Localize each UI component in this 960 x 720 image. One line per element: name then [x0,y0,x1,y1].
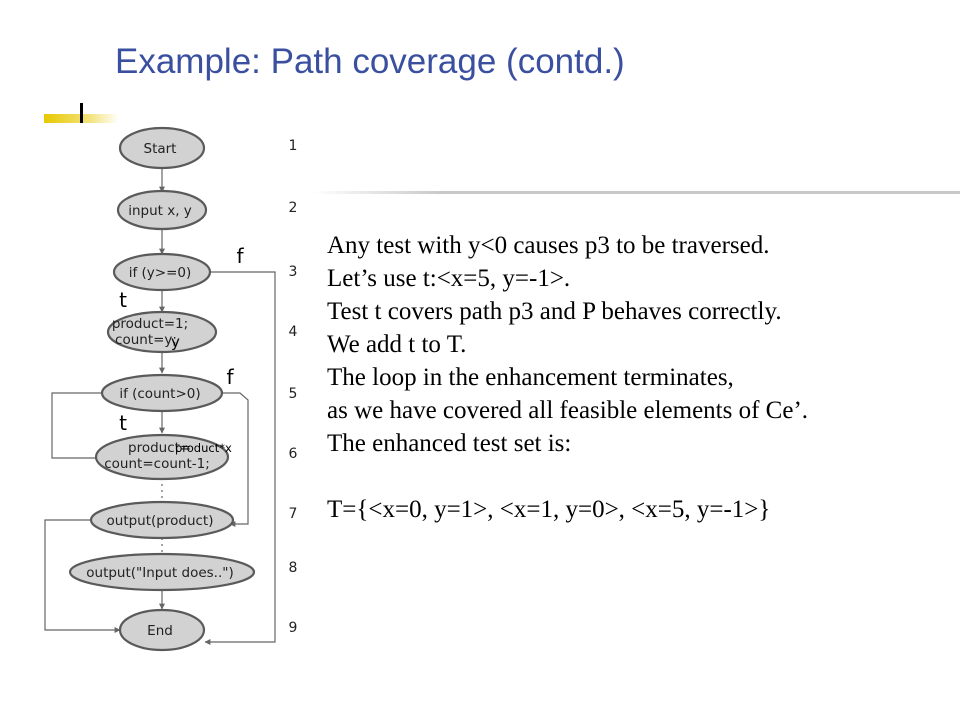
node-end [118,608,206,652]
body-line: We add t to T. [327,331,467,358]
node-product-update [94,433,230,481]
test-set-line: T={<x=0, y=1>, <x=1, y=0>, <x=5, y=-1>} [327,496,771,523]
line-number: 6 [289,446,298,462]
edge-6-loop [51,390,118,459]
header-divider [312,191,960,194]
node-label: End [147,623,173,639]
node-label: if (y>=0) [129,265,192,281]
node-label: Start [144,141,177,157]
node-label: count=y; [115,332,177,348]
node-label: product= [128,440,191,456]
body-line: The loop in the enhancement terminates, [327,364,734,391]
line-number: 3 [289,264,298,280]
node-label: output(product) [107,513,214,529]
line-number: 9 [289,620,298,636]
node-if-y [112,252,212,292]
line-number: 2 [289,200,298,216]
node-label: input x, y [128,203,192,219]
node-output-product [89,500,235,540]
node-label: count=count-1; [104,456,210,472]
edge-3-false [195,271,276,645]
branch-label-false: f [236,244,244,268]
node-output-input-does [68,552,256,592]
slide-title: Example: Path coverage (contd.) [115,42,625,81]
node-label: product=1; [112,316,188,332]
node-if-count [100,373,224,413]
body-line: The enhanced test set is: [327,430,572,457]
node-product-count [106,310,218,354]
body-line: Let’s use t:<x=5, y=-1>. [327,265,571,292]
edge-7-9 [44,519,121,633]
node-label: output("Input does..") [86,565,233,581]
body-line: as we have covered all feasible elements… [327,397,809,424]
title-accent-tick [80,103,83,123]
slide-body: Any test with y<0 causes p3 to be traver… [327,229,808,526]
edge-5-false [205,392,249,527]
node-input [116,189,208,231]
node-start [118,126,206,170]
count-value-overlay: y [171,333,180,351]
branch-label-true: t [119,288,127,312]
branch-label-false: f [226,365,234,389]
line-number: 8 [289,560,298,576]
body-line: Test t covers path p3 and P behaves corr… [327,298,782,325]
line-number: 5 [289,386,298,402]
line-number: 1 [289,138,298,154]
body-line: Any test with y<0 causes p3 to be traver… [327,232,770,259]
node-label: if (count>0) [119,386,200,402]
product-expr-overlay: product*x [175,441,232,455]
branch-label-true: t [119,411,127,435]
line-number: 4 [289,324,298,340]
line-number: 7 [289,506,298,522]
